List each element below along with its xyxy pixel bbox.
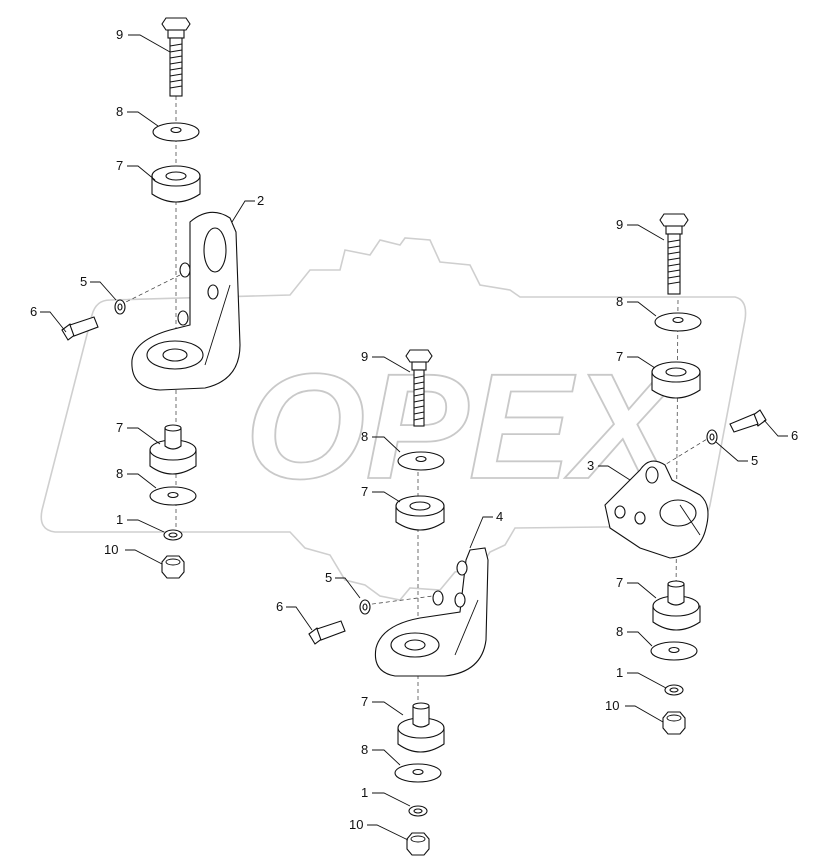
callout-6: 6 bbox=[276, 599, 283, 614]
callout-10: 10 bbox=[104, 542, 118, 557]
callout-10: 10 bbox=[605, 698, 619, 713]
callout-8: 8 bbox=[361, 429, 368, 444]
rubber-bushing-part-7-center bbox=[395, 495, 445, 531]
rubber-bushing-part-7-center-lower bbox=[397, 702, 445, 753]
callout-9: 9 bbox=[616, 217, 623, 232]
callout-8: 8 bbox=[616, 294, 623, 309]
callout-8: 8 bbox=[116, 466, 123, 481]
rubber-bushing-part-7-right bbox=[651, 361, 701, 399]
mounting-bracket-part-3 bbox=[604, 460, 709, 559]
callout-3: 3 bbox=[587, 458, 594, 473]
rubber-bushing-part-7 bbox=[151, 165, 201, 203]
bolt-part-6-right bbox=[729, 409, 767, 433]
rubber-bushing-part-7-lower bbox=[149, 424, 197, 475]
washer-part-8-center-lower bbox=[394, 763, 442, 783]
callout-7: 7 bbox=[116, 158, 123, 173]
washer-part-8-lower bbox=[149, 486, 197, 506]
bolt-part-6-center bbox=[308, 620, 346, 645]
rubber-bushing-part-7-right-lower bbox=[652, 580, 701, 631]
callout-8: 8 bbox=[616, 624, 623, 639]
callout-9: 9 bbox=[361, 349, 368, 364]
mounting-bracket-part-2 bbox=[131, 211, 241, 391]
small-washer-part-5-center bbox=[359, 599, 371, 615]
callout-7: 7 bbox=[616, 575, 623, 590]
washer-part-8 bbox=[152, 122, 200, 142]
callout-9: 9 bbox=[116, 27, 123, 42]
bolt-part-9-center bbox=[405, 349, 433, 427]
callout-labels: 9 8 7 2 5 6 7 8 1 10 9 8 7 4 5 6 7 8 1 1… bbox=[30, 27, 798, 832]
callout-8: 8 bbox=[116, 104, 123, 119]
callout-7: 7 bbox=[361, 484, 368, 499]
callout-6: 6 bbox=[30, 304, 37, 319]
callout-7: 7 bbox=[361, 694, 368, 709]
watermark-opex-letters: OPEX bbox=[244, 341, 684, 511]
small-washer-part-5-right bbox=[706, 429, 718, 445]
nut-part-10-center bbox=[406, 832, 430, 856]
callout-4: 4 bbox=[496, 509, 503, 524]
bolt-part-6 bbox=[61, 316, 99, 341]
callout-7: 7 bbox=[116, 420, 123, 435]
callout-6: 6 bbox=[791, 428, 798, 443]
callout-5: 5 bbox=[751, 453, 758, 468]
nut-part-10 bbox=[161, 555, 185, 579]
washer-part-8-right-lower bbox=[650, 641, 698, 661]
callout-1: 1 bbox=[361, 785, 368, 800]
washer-part-8-right bbox=[654, 312, 702, 332]
callout-5: 5 bbox=[325, 570, 332, 585]
bolt-part-9-right bbox=[659, 213, 689, 295]
callout-5: 5 bbox=[80, 274, 87, 289]
callout-8: 8 bbox=[361, 742, 368, 757]
bolt-part-9 bbox=[161, 17, 191, 97]
lock-washer-part-1 bbox=[163, 529, 183, 541]
callout-7: 7 bbox=[616, 349, 623, 364]
washer-part-8-center bbox=[397, 451, 445, 471]
small-washer-part-5 bbox=[114, 299, 126, 315]
callout-2: 2 bbox=[257, 193, 264, 208]
lock-washer-part-1-right bbox=[664, 684, 684, 696]
callout-1: 1 bbox=[616, 665, 623, 680]
lock-washer-part-1-center bbox=[408, 805, 428, 817]
callout-leaders bbox=[40, 34, 788, 841]
nut-part-10-right bbox=[662, 711, 686, 735]
watermark-text: OPEX bbox=[245, 342, 683, 510]
callout-10: 10 bbox=[349, 817, 363, 832]
mounting-bracket-part-4 bbox=[374, 547, 489, 677]
callout-1: 1 bbox=[116, 512, 123, 527]
